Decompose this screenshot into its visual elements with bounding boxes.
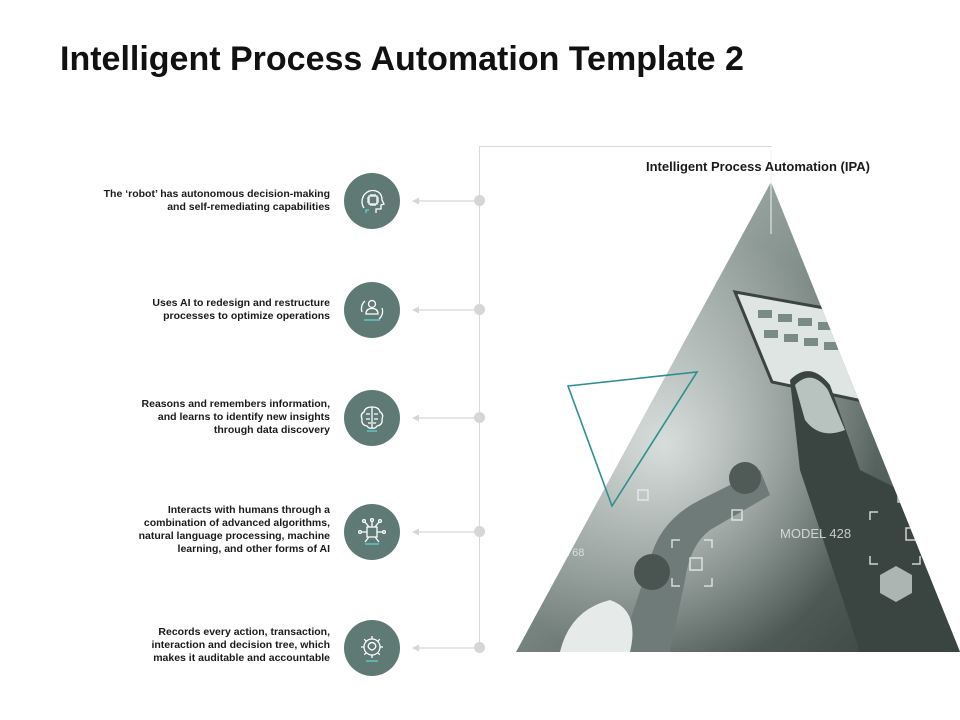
- list-item: Uses AI to redesign and restructure proc…: [0, 282, 500, 338]
- robot-head-chip-icon: [344, 173, 400, 229]
- pyramid-model-text: MODEL 428: [780, 526, 851, 541]
- item-description: Records every action, transaction, inter…: [151, 626, 330, 664]
- bracket-vertical-line: [479, 146, 480, 648]
- list-item: Interacts with humans through a combinat…: [0, 504, 500, 560]
- brain-circuit-icon: [344, 390, 400, 446]
- connector-arrow: [412, 644, 474, 652]
- item-description: Interacts with humans through a combinat…: [138, 504, 330, 555]
- person-cycle-icon: [344, 282, 400, 338]
- accent-triangle-outline: [566, 371, 699, 508]
- connector-dot: [474, 304, 485, 315]
- item-description: Uses AI to redesign and restructure proc…: [152, 297, 330, 322]
- pyramid-code-text: 768: [566, 547, 584, 559]
- connector-arrow: [412, 528, 474, 536]
- list-item: Records every action, transaction, inter…: [0, 620, 500, 676]
- connector-arrow: [412, 414, 474, 422]
- bracket-top-line: [479, 146, 772, 147]
- connector-dot: [474, 642, 485, 653]
- item-description: Reasons and remembers information, and l…: [141, 398, 330, 436]
- list-item: Reasons and remembers information, and l…: [0, 390, 500, 446]
- connector-arrow: [412, 306, 474, 314]
- ipa-label: Intelligent Process Automation (IPA): [646, 159, 870, 174]
- connector-dot: [474, 526, 485, 537]
- gear-brain-icon: [344, 620, 400, 676]
- item-description: The ‘robot’ has autonomous decision-maki…: [103, 188, 330, 213]
- connector-arrow: [412, 197, 474, 205]
- page-title: Intelligent Process Automation Template …: [60, 40, 744, 78]
- list-item: The ‘robot’ has autonomous decision-maki…: [0, 173, 500, 229]
- chip-network-icon: [344, 504, 400, 560]
- connector-dot: [474, 412, 485, 423]
- connector-dot: [474, 195, 485, 206]
